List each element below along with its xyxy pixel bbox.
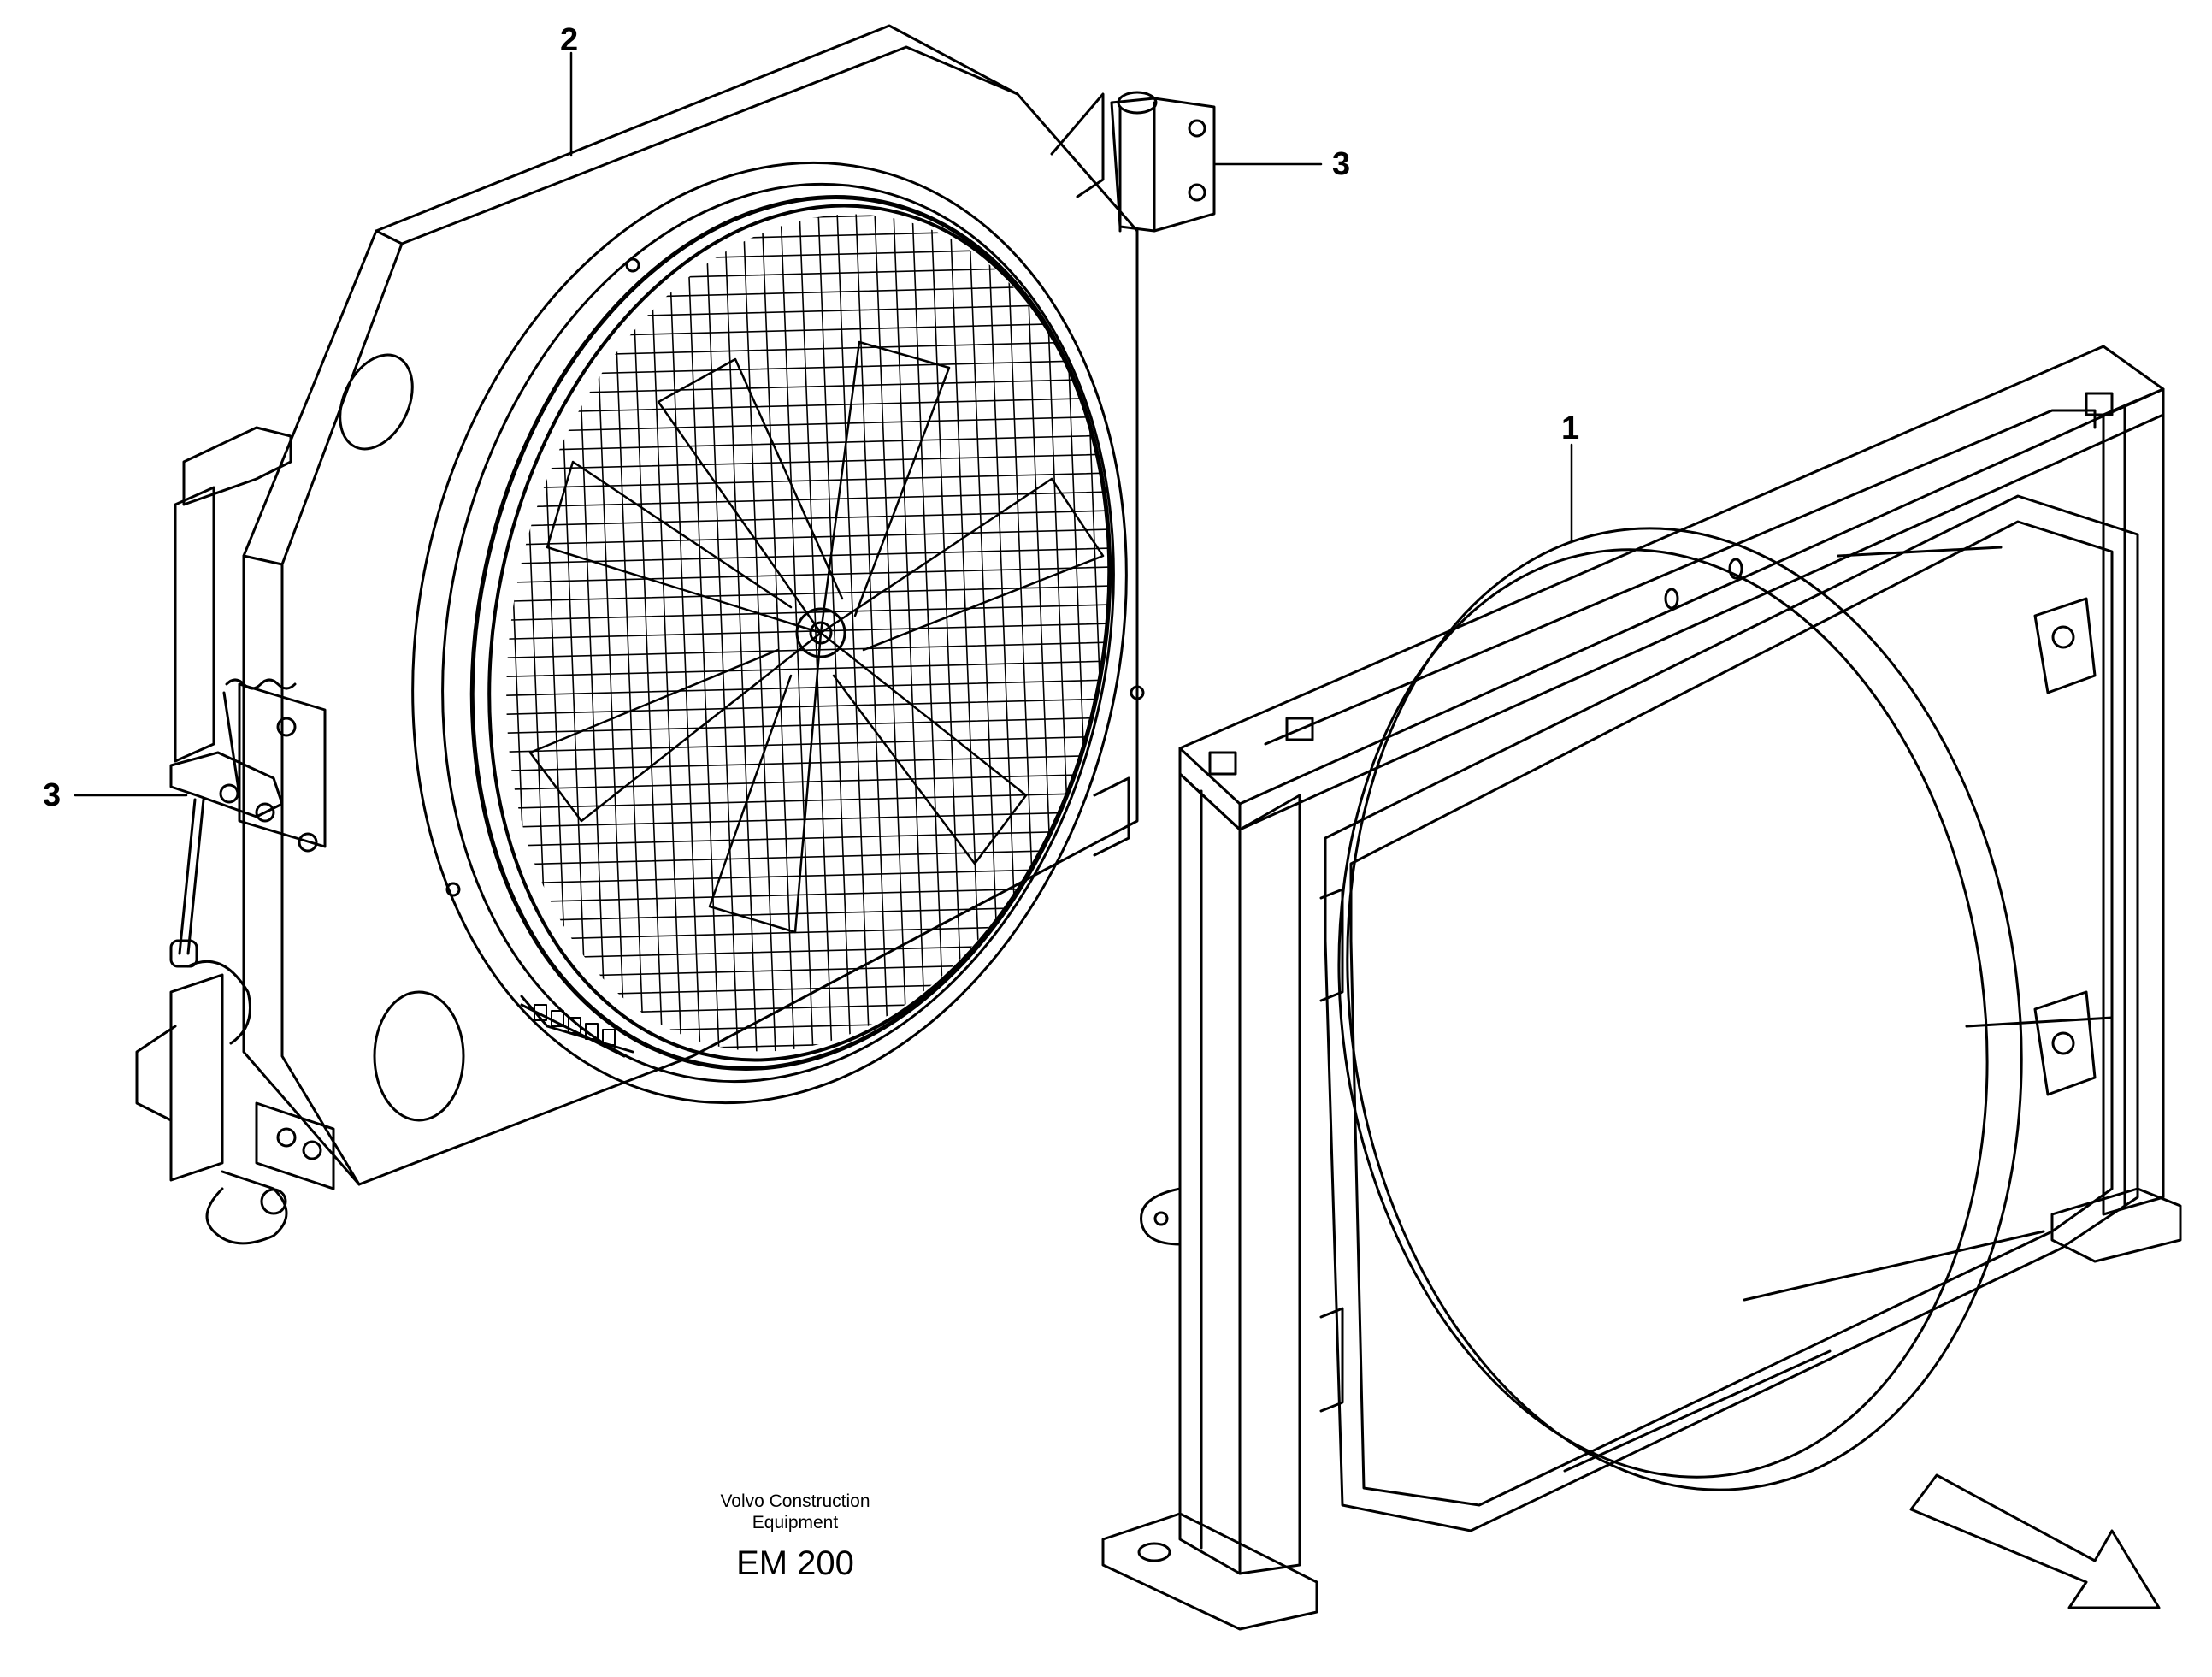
beam-block-left	[1208, 751, 1237, 776]
shroud-opening-lower	[373, 990, 465, 1122]
shroud-foot-left	[255, 1101, 335, 1190]
shroud-slot-upper	[339, 353, 414, 451]
callout-part3-left: 3	[43, 777, 62, 813]
frame-foot-right	[2050, 1187, 2182, 1263]
shroud-side-plate	[174, 486, 215, 763]
latch-rod	[178, 798, 197, 955]
callout-part1: 1	[1561, 410, 1580, 446]
beam-block-right	[2085, 392, 2114, 416]
company-line2: Equipment	[752, 1513, 839, 1533]
drawing-code: EM 200	[736, 1544, 854, 1582]
fan-hub	[795, 607, 846, 658]
hinge-top	[1110, 91, 1216, 254]
beam-block-mid	[1285, 717, 1314, 741]
latch-spring	[222, 678, 297, 797]
shroud-bracket-right-lower	[1093, 776, 1130, 857]
frame-post-left	[1178, 772, 1242, 1575]
frame-top-beam	[1178, 345, 2165, 806]
shroud-bracket-right-upper	[1050, 92, 1105, 198]
callout-part3-top: 3	[1332, 146, 1351, 182]
cowl-bolt-pad-upper	[2033, 597, 2097, 694]
fan-housing-assembly	[135, 24, 1172, 1245]
latch-lever	[169, 751, 284, 818]
frame-foot-left	[1101, 1512, 1318, 1631]
direction-arrow-icon	[1909, 1473, 2161, 1609]
callout-part2: 2	[560, 22, 579, 58]
leader-lines	[74, 51, 1573, 797]
latch-handle-bracket	[169, 973, 224, 1182]
cowl-opening	[1346, 527, 2023, 1491]
cowl-bolt-pad-lower	[2033, 990, 2097, 1096]
fan-shroud-top-face	[375, 45, 1019, 245]
fan-ring-front	[411, 161, 1128, 1105]
company-line1: Volvo Construction	[720, 1491, 870, 1511]
company-name: Volvo Construction Equipment	[667, 1491, 923, 1533]
fan-blades	[528, 340, 1105, 934]
fan-shroud-back	[242, 24, 1139, 1186]
frame-post-right	[2102, 387, 2165, 1216]
cowl-outer-frame	[1324, 494, 2139, 1532]
radiator-frame-assembly	[1101, 345, 2182, 1631]
shroud-bracket-left-upper	[182, 426, 292, 506]
latch-plate	[238, 682, 327, 848]
